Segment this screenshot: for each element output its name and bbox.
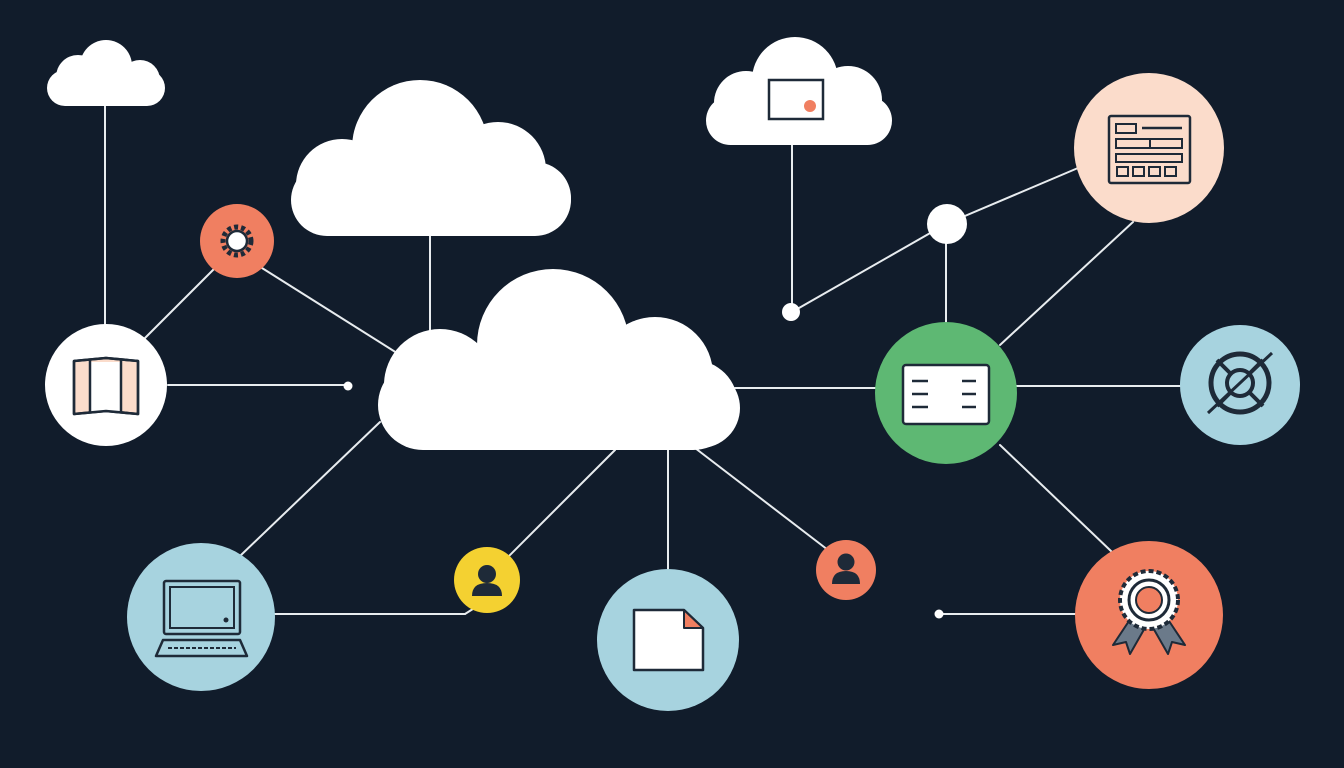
dashboard-node[interactable]	[1074, 73, 1224, 223]
lifebuoy-node[interactable]	[1180, 325, 1300, 445]
connector-line	[504, 449, 616, 561]
central-cloud	[378, 269, 740, 450]
endpoint-dot	[782, 303, 800, 321]
book-icon	[72, 356, 140, 416]
cloud-window-icon	[767, 78, 825, 121]
laptop-icon	[154, 579, 249, 658]
connectors	[104, 99, 1182, 615]
connector-line	[261, 267, 409, 361]
connector-line	[999, 444, 1113, 553]
endpoint-dot	[934, 609, 944, 619]
user-icon	[832, 553, 860, 584]
top-left-small-cloud	[47, 40, 165, 106]
award-node[interactable]	[1075, 541, 1223, 689]
connector-line	[999, 221, 1134, 346]
dashboard-icon	[1107, 114, 1192, 185]
user-icon	[472, 565, 502, 596]
award-badge-icon	[1112, 569, 1186, 655]
endpoint-dots	[343, 303, 944, 619]
gear-icon	[220, 224, 254, 258]
document-icon	[632, 608, 705, 672]
gear-node[interactable]	[200, 204, 274, 278]
connector-line	[694, 447, 829, 551]
connector-line	[945, 167, 1079, 225]
server-panel-node[interactable]	[875, 322, 1017, 464]
top-center-large-cloud	[291, 80, 571, 236]
connector-line	[791, 223, 947, 313]
endpoint-dot	[343, 381, 353, 391]
user-node-yellow[interactable]	[454, 547, 520, 613]
laptop-node[interactable]	[127, 543, 275, 691]
connector-line	[144, 267, 216, 339]
book-node[interactable]	[45, 324, 167, 446]
user-node-orange[interactable]	[816, 540, 876, 600]
lifebuoy-icon	[1206, 351, 1274, 415]
junction-node[interactable]	[927, 204, 967, 244]
connector-line	[239, 421, 381, 557]
server-panel-icon	[901, 363, 991, 426]
document-node[interactable]	[597, 569, 739, 711]
